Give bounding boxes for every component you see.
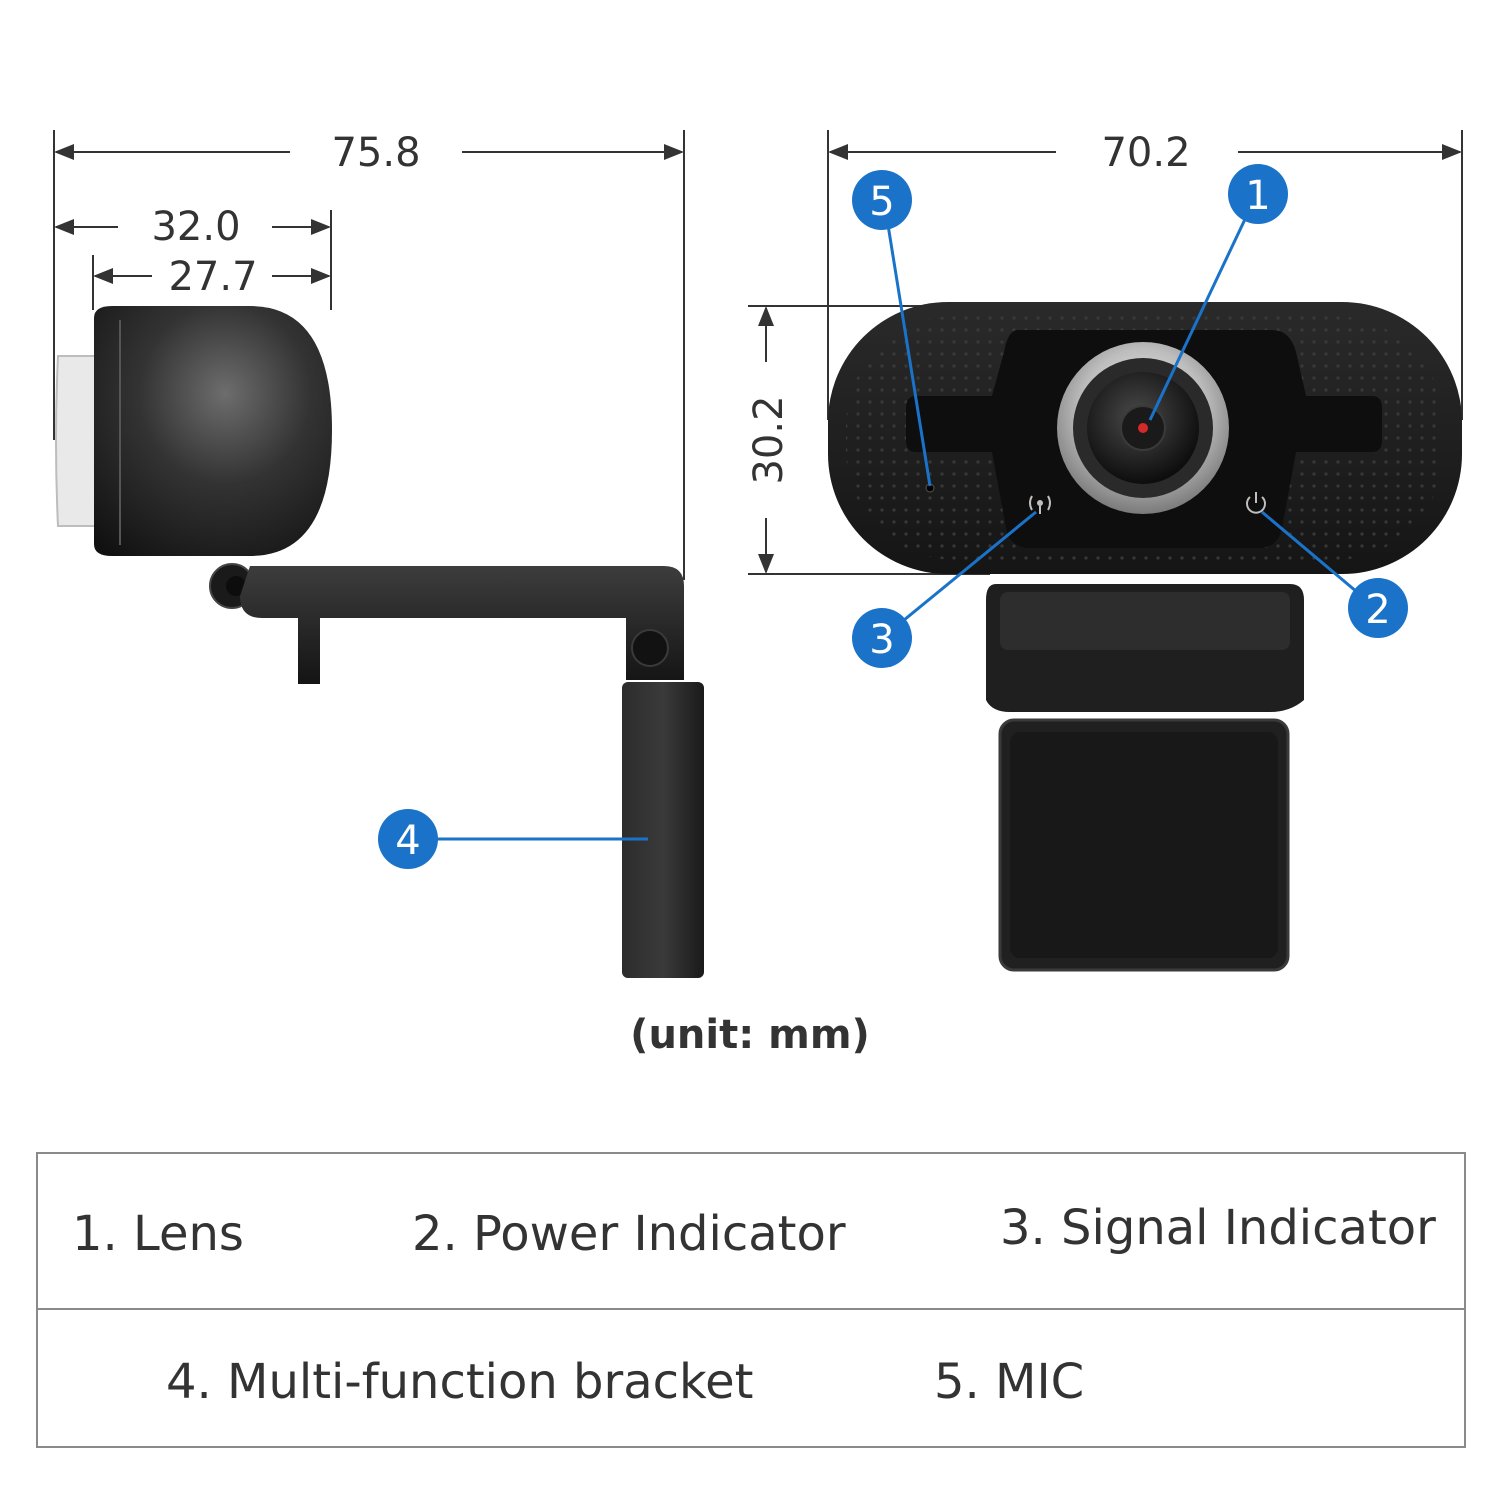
side-bracket-arm (240, 566, 684, 684)
legend-item-mic: 5. MIC (934, 1354, 1085, 1410)
front-clip-lower-inner (1010, 732, 1278, 958)
legend-item-bracket: 4. Multi-function bracket (166, 1354, 754, 1410)
callout-2-badge (1348, 578, 1408, 638)
callout-1-badge (1228, 164, 1288, 224)
callout-1-leader (1148, 195, 1258, 421)
dim-overall-depth: 75.8 (331, 130, 420, 176)
legend-item-power-indicator: 2. Power Indicator (412, 1206, 846, 1262)
power-indicator-icon (1246, 492, 1266, 514)
dim-front-width: 70.2 (1101, 130, 1190, 176)
callout-2-number: 2 (1365, 587, 1390, 633)
callout-1-number: 1 (1245, 173, 1270, 219)
front-lens-red-dot (1138, 423, 1148, 433)
signal-indicator-icon (1029, 495, 1051, 514)
legend-table: 1. Lens 2. Power Indicator 3. Signal Ind… (36, 1152, 1466, 1448)
dim-head-depth-inner: 27.7 (168, 254, 257, 300)
legend-row-divider (38, 1308, 1464, 1310)
front-view: 70.2 30.2 (746, 130, 1463, 972)
side-hinge-screw (226, 576, 246, 596)
side-bracket-hinge (631, 629, 669, 667)
callout-4-badge (378, 809, 438, 869)
dim-front-height: 30.2 (746, 395, 792, 484)
legend-item-lens: 1. Lens (72, 1206, 244, 1262)
side-head-shell (94, 306, 332, 556)
dim-head-depth-outer: 32.0 (151, 204, 240, 250)
side-lens-ring (55, 355, 97, 527)
callout-5-number: 5 (869, 179, 894, 225)
callout-3-badge (852, 608, 912, 668)
side-view: 75.8 32.0 27.7 4 (53, 130, 704, 978)
callout-5-badge (852, 170, 912, 230)
callout-5-leader (882, 199, 932, 487)
callout-3-number: 3 (869, 617, 894, 663)
legend-item-signal-indicator: 3. Signal Indicator (1000, 1200, 1436, 1256)
unit-note: (unit: mm) (630, 1012, 870, 1058)
callout-4-number: 4 (395, 818, 420, 864)
front-clip-upper-face (1000, 592, 1290, 650)
side-bracket-clip (622, 682, 704, 978)
callout-3-leader (881, 510, 1037, 640)
